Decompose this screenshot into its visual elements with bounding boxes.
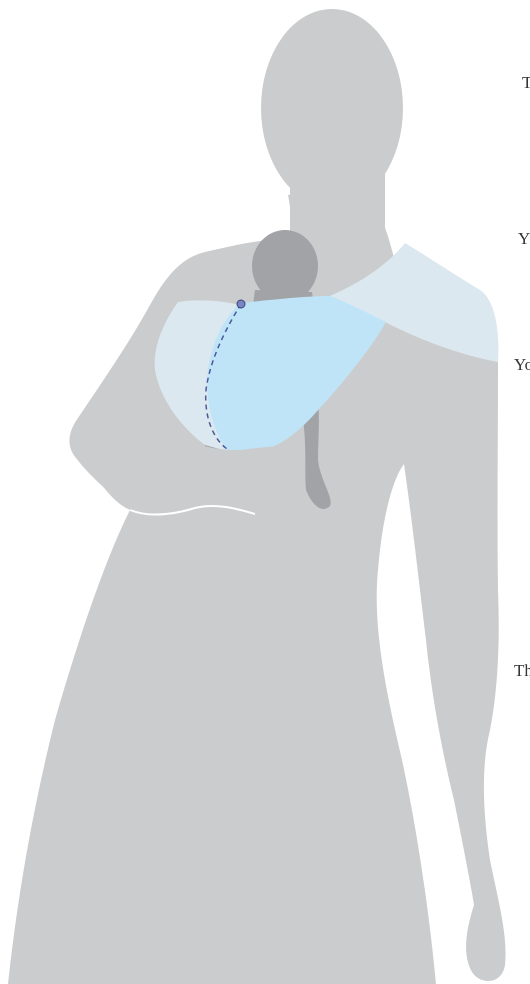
side-caption-4: Th bbox=[514, 662, 530, 679]
side-caption-1: T bbox=[522, 74, 530, 91]
adult-neck bbox=[290, 170, 385, 240]
sling-ring-marker bbox=[237, 300, 245, 308]
side-caption-2: Y bbox=[518, 230, 530, 247]
side-caption-3: Yo bbox=[514, 356, 530, 373]
